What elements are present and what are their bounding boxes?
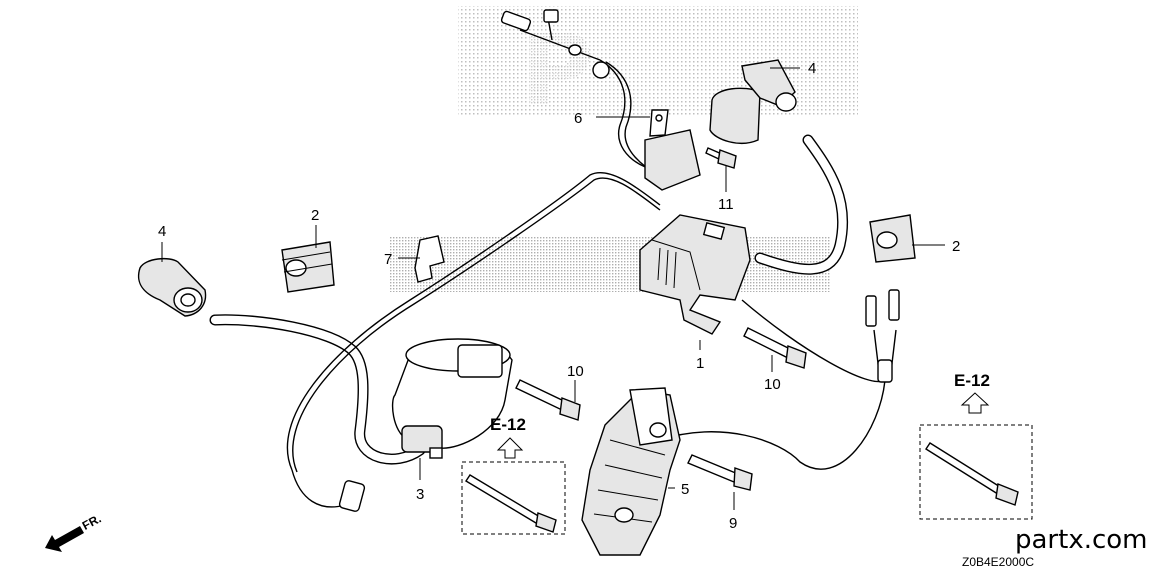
callout-2-right: 2 <box>952 238 960 255</box>
part-exciter-coil <box>581 387 681 556</box>
right-hose <box>754 134 849 275</box>
reference-label-left[interactable]: E-12 <box>490 415 526 434</box>
callout-9: 9 <box>729 515 737 532</box>
callout-10-left: 10 <box>567 363 584 380</box>
part-control-module <box>639 214 751 335</box>
bolt-11 <box>705 147 737 169</box>
bolt-10-left <box>515 379 581 421</box>
main-hose <box>209 314 426 465</box>
callout-3: 3 <box>416 486 424 503</box>
part-suppressor-unit <box>644 109 701 191</box>
callout-5: 5 <box>681 481 689 498</box>
reference-box-right <box>919 424 1033 520</box>
reference-box-left <box>461 461 566 535</box>
leader-lines <box>161 67 945 510</box>
part-plug-cap-right <box>709 59 797 144</box>
callout-6: 6 <box>574 110 582 127</box>
callout-4-left: 4 <box>158 223 166 240</box>
part-grommet-right <box>869 214 916 263</box>
harness-plug-right <box>865 289 900 383</box>
harness-plug-upper <box>500 9 610 79</box>
part-plug-cap-left <box>137 257 207 317</box>
callout-11: 11 <box>718 196 734 213</box>
front-indicator-label: FR. <box>80 511 104 532</box>
harness-wires <box>286 17 897 508</box>
callout-1: 1 <box>696 355 704 372</box>
reference-label-right[interactable]: E-12 <box>954 371 990 390</box>
callout-7: 7 <box>384 251 392 268</box>
front-direction-arrow <box>45 526 84 552</box>
bolt-10-right <box>743 327 807 369</box>
diagram-code: Z0B4E2000C <box>962 555 1034 569</box>
watermark-partx-logo: P <box>458 6 858 129</box>
part-grommet-left <box>281 241 335 293</box>
callouts: 1 2 2 3 4 4 5 6 7 9 10 10 11 <box>158 60 960 532</box>
reference-arrow-right <box>960 392 990 414</box>
callout-2-left: 2 <box>311 207 319 224</box>
callout-4-right: 4 <box>808 60 816 77</box>
harness-plug-lower <box>338 480 366 512</box>
part-ignition-coil <box>391 338 513 459</box>
svg-text:P: P <box>520 12 593 129</box>
reference-arrow-left <box>496 437 524 459</box>
part-wire-clip <box>414 235 445 283</box>
bolt-9 <box>687 454 753 491</box>
callout-10-right: 10 <box>764 376 781 393</box>
watermark-brand-band <box>390 236 830 292</box>
watermark-site-label: partx.com <box>1015 525 1148 555</box>
